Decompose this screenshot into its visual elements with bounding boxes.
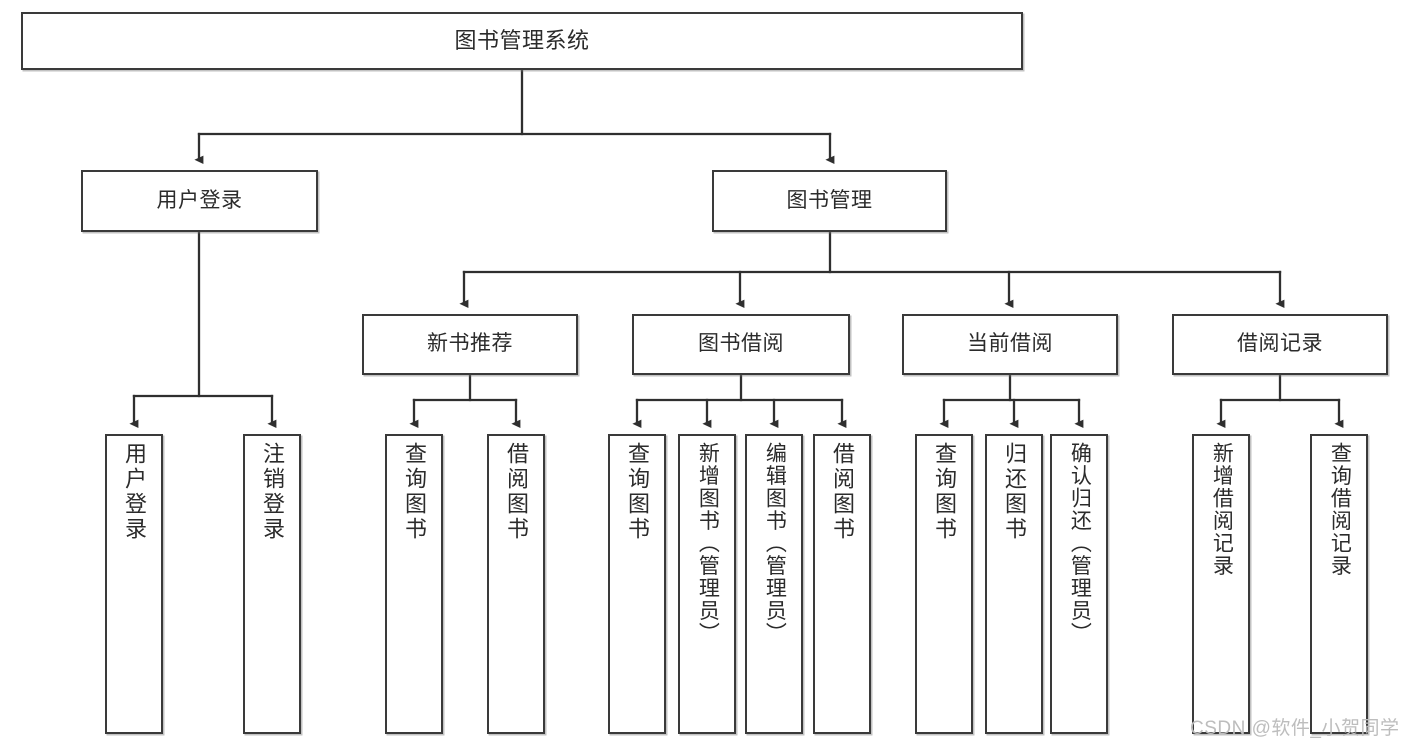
node-leaf-logout-label: 注销登录 — [259, 442, 285, 542]
node-leaf-query-book-3-label: 查询图书 — [931, 442, 957, 542]
node-leaf-query-book-2-label: 查询图书 — [624, 442, 650, 542]
node-leaf-edit-book[interactable]: 编辑图书（管理员） — [745, 434, 803, 734]
node-leaf-query-book-2[interactable]: 查询图书 — [608, 434, 666, 734]
node-borrow-record-label: 借阅记录 — [1237, 332, 1323, 356]
node-leaf-query-record-label: 查询借阅记录 — [1328, 442, 1352, 577]
node-root-label: 图书管理系统 — [454, 28, 590, 54]
watermark-text: CSDN @软件_小贺同学 — [1190, 718, 1400, 739]
node-leaf-query-book-1-label: 查询图书 — [401, 442, 427, 542]
node-leaf-borrow-book-1-label: 借阅图书 — [503, 442, 529, 542]
node-leaf-user-login-label: 用户登录 — [121, 442, 147, 542]
node-leaf-add-book-label: 新增图书（管理员） — [696, 442, 720, 645]
node-leaf-edit-book-label: 编辑图书（管理员） — [763, 442, 787, 645]
node-leaf-query-book-3[interactable]: 查询图书 — [915, 434, 973, 734]
node-leaf-user-login[interactable]: 用户登录 — [105, 434, 163, 734]
node-book-mgmt[interactable]: 图书管理 — [712, 170, 947, 232]
node-leaf-query-record[interactable]: 查询借阅记录 — [1310, 434, 1368, 734]
node-leaf-return-book-label: 归还图书 — [1001, 442, 1027, 542]
node-leaf-add-book[interactable]: 新增图书（管理员） — [678, 434, 736, 734]
node-current-borrow-label: 当前借阅 — [967, 332, 1053, 356]
node-book-borrow[interactable]: 图书借阅 — [632, 314, 850, 375]
node-leaf-query-book-1[interactable]: 查询图书 — [385, 434, 443, 734]
node-user-login[interactable]: 用户登录 — [81, 170, 318, 232]
node-leaf-borrow-book-2[interactable]: 借阅图书 — [813, 434, 871, 734]
node-leaf-add-record-label: 新增借阅记录 — [1210, 442, 1234, 577]
node-leaf-add-record[interactable]: 新增借阅记录 — [1192, 434, 1250, 734]
node-leaf-confirm-return-label: 确认归还（管理员） — [1068, 442, 1092, 645]
node-current-borrow[interactable]: 当前借阅 — [902, 314, 1118, 375]
node-borrow-record[interactable]: 借阅记录 — [1172, 314, 1388, 375]
node-leaf-borrow-book-2-label: 借阅图书 — [829, 442, 855, 542]
node-leaf-return-book[interactable]: 归还图书 — [985, 434, 1043, 734]
node-new-book-rec-label: 新书推荐 — [427, 332, 513, 356]
node-book-mgmt-label: 图书管理 — [786, 188, 873, 212]
node-leaf-confirm-return[interactable]: 确认归还（管理员） — [1050, 434, 1108, 734]
node-book-borrow-label: 图书借阅 — [698, 332, 784, 356]
node-user-login-label: 用户登录 — [156, 188, 243, 212]
node-leaf-logout[interactable]: 注销登录 — [243, 434, 301, 734]
node-root[interactable]: 图书管理系统 — [21, 12, 1023, 70]
node-new-book-rec[interactable]: 新书推荐 — [362, 314, 578, 375]
node-leaf-borrow-book-1[interactable]: 借阅图书 — [487, 434, 545, 734]
